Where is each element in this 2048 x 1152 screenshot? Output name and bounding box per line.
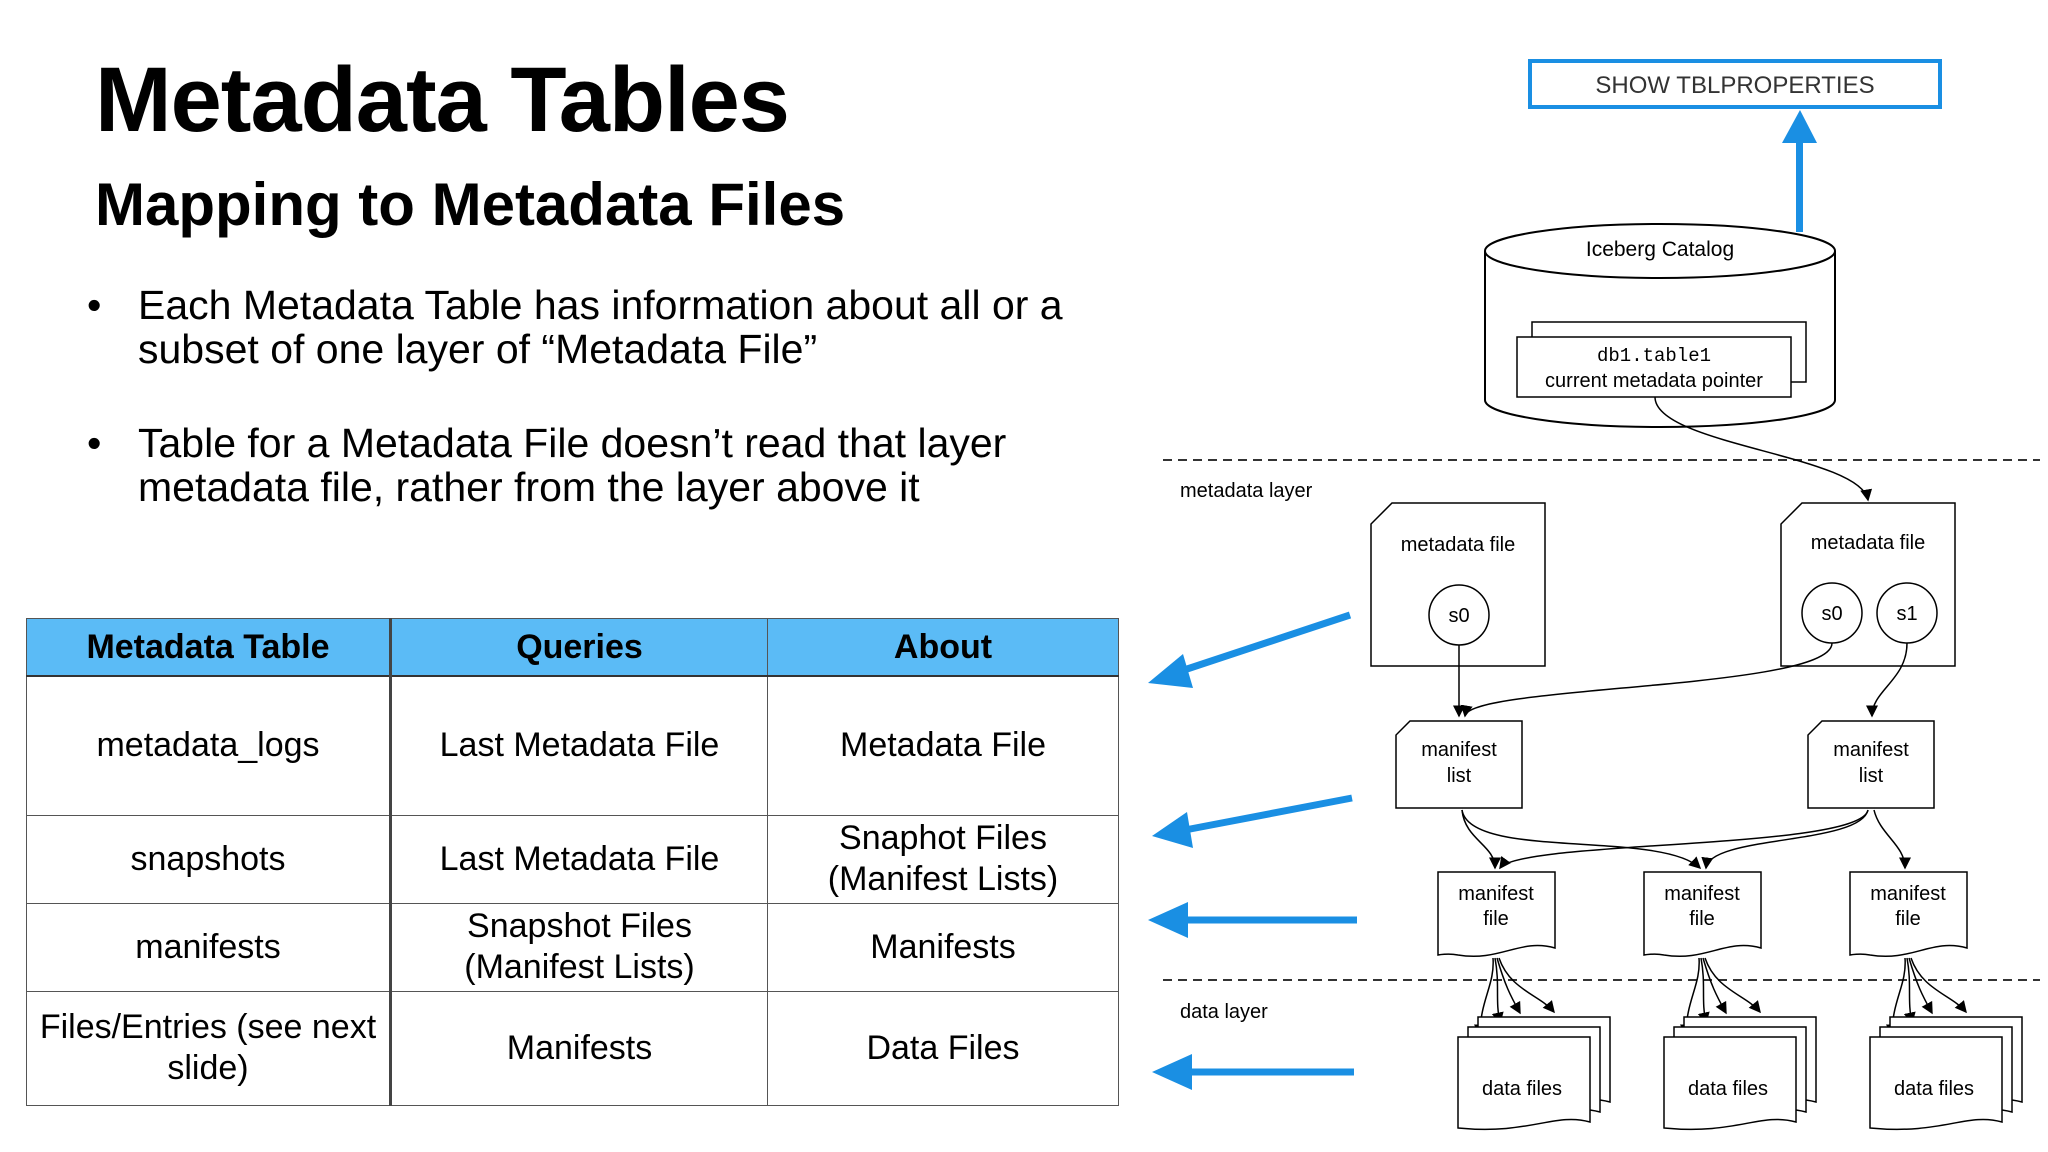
snapshot-label: s1 — [1896, 603, 1917, 625]
mapping-arrows — [1148, 611, 1357, 1090]
manifest-list-label: list — [1859, 765, 1884, 787]
table-cell: snapshots — [26, 814, 392, 904]
snapshot-label: s0 — [1448, 605, 1469, 627]
table-cell: Last Metadata File — [390, 814, 768, 904]
mapping-arrow-shaft — [1176, 611, 1352, 676]
cell-line: (Manifest Lists) — [464, 948, 695, 986]
bullet-text-line: subset of one layer of “Metadata File” — [138, 326, 818, 372]
data-files-label: data files — [1688, 1078, 1768, 1100]
manifest-list-label: manifest — [1421, 739, 1497, 761]
bullet-icon: • — [87, 420, 102, 466]
metadata-file-label: metadata file — [1811, 532, 1926, 554]
show-tblproperties-box — [1528, 59, 1942, 109]
slide-subtitle: Mapping to Metadata Files — [95, 171, 846, 238]
metadata-file-1: metadata file s0 — [1370, 502, 1546, 667]
bullet-text-line: Table for a Metadata File doesn’t read t… — [138, 420, 1007, 466]
connector — [1460, 642, 1833, 718]
manifest-list-label: list — [1447, 765, 1472, 787]
data-files-3: data files — [1869, 1016, 2023, 1131]
cell-line: (Manifest Lists) — [827, 860, 1059, 898]
manifest-list-2: manifest list — [1807, 720, 1935, 809]
table-header-row: Metadata Table Queries About — [26, 618, 1119, 677]
table-cell: Metadata File — [767, 675, 1119, 816]
snapshot-label: s0 — [1821, 603, 1842, 625]
data-files-label: data files — [1894, 1078, 1974, 1100]
table-cell: Snaphot Files (Manifest Lists) — [767, 814, 1119, 904]
manifest-file-label: manifest — [1458, 883, 1534, 905]
table-row: snapshots Last Metadata File Snaphot Fil… — [26, 814, 1119, 904]
connector — [1461, 809, 1501, 870]
manifest-file-2: manifest file — [1643, 871, 1762, 957]
connector — [1873, 809, 1911, 870]
cell-line: Files/Entries (see next — [39, 1008, 377, 1046]
table-cell: manifests — [26, 902, 392, 992]
connector — [1499, 809, 1869, 870]
slide-title: Metadata Tables — [95, 49, 790, 151]
cell-line: Snapshot Files — [467, 907, 692, 945]
bullet-item: • Table for a Metadata File doesn’t read… — [85, 421, 1138, 509]
manifest-file-label: file — [1689, 908, 1715, 930]
table-cell: Data Files — [767, 990, 1119, 1106]
manifest-file-1: manifest file — [1437, 871, 1556, 957]
connector — [1701, 809, 1869, 870]
table-row: manifests Snapshot Files (Manifest Lists… — [26, 902, 1119, 992]
cell-line: Snaphot Files — [839, 819, 1047, 857]
manifest-file-label: manifest — [1664, 883, 1740, 905]
metadata-file-label: metadata file — [1401, 534, 1516, 556]
arrow-left-icon — [1152, 812, 1193, 848]
mapping-arrow-shaft — [1184, 794, 1353, 834]
table-cell: Snapshot Files (Manifest Lists) — [390, 902, 768, 992]
metadata-tables-table: Metadata Table Queries About metadata_lo… — [26, 618, 1119, 1106]
table-row: Files/Entries (see next slide) Manifests… — [26, 990, 1119, 1106]
metadata-layer-label: metadata layer — [1180, 480, 1313, 502]
pointer-name: db1.table1 — [1597, 345, 1711, 367]
catalog-label: Iceberg Catalog — [1586, 238, 1734, 261]
manifest-list-1: manifest list — [1395, 720, 1523, 809]
manifest-list-label: manifest — [1833, 739, 1909, 761]
manifest-file-label: file — [1483, 908, 1509, 930]
bullet-item: • Each Metadata Table has information ab… — [85, 283, 1138, 371]
connector — [1461, 809, 1702, 870]
up-arrow-icon — [1782, 110, 1817, 143]
arrow-left-icon — [1148, 902, 1188, 938]
bullet-text-line: Each Metadata Table has information abou… — [138, 282, 1063, 328]
bullet-text-line: metadata file, rather from the layer abo… — [138, 464, 920, 510]
table-cell: metadata_logs — [26, 675, 392, 816]
arrow-left-icon — [1152, 1054, 1192, 1090]
connector — [1866, 642, 1908, 718]
table-row: metadata_logs Last Metadata File Metadat… — [26, 675, 1119, 816]
bullet-list: • Each Metadata Table has information ab… — [85, 283, 1138, 559]
manifest-file-label: file — [1895, 908, 1921, 930]
pointer-connector — [1654, 396, 1873, 502]
show-tblproperties-label: SHOW TBLPROPERTIES — [1595, 72, 1874, 99]
header-cell: Queries — [390, 618, 768, 677]
table-cell: Files/Entries (see next slide) — [26, 990, 392, 1106]
data-files-2: data files — [1663, 1016, 1817, 1131]
header-cell: Metadata Table — [26, 618, 392, 677]
data-layer-label: data layer — [1180, 1001, 1268, 1023]
arrow-left-icon — [1148, 654, 1193, 688]
table-cell: Manifests — [390, 990, 768, 1106]
table-cell: Manifests — [767, 902, 1119, 992]
manifest-file-3: manifest file — [1849, 871, 1968, 957]
data-files-1: data files — [1457, 1016, 1611, 1131]
data-files-label: data files — [1482, 1078, 1562, 1100]
up-arrow-shaft — [1796, 140, 1803, 232]
manifest-file-label: manifest — [1870, 883, 1946, 905]
bullet-icon: • — [87, 282, 102, 328]
header-cell: About — [767, 618, 1119, 677]
metadata-file-2: metadata file s0 s1 — [1780, 502, 1956, 667]
pointer-label: current metadata pointer — [1545, 370, 1763, 392]
iceberg-catalog: Iceberg Catalog db1.table1 current metad… — [1484, 223, 1836, 428]
cell-line: slide) — [167, 1049, 249, 1087]
